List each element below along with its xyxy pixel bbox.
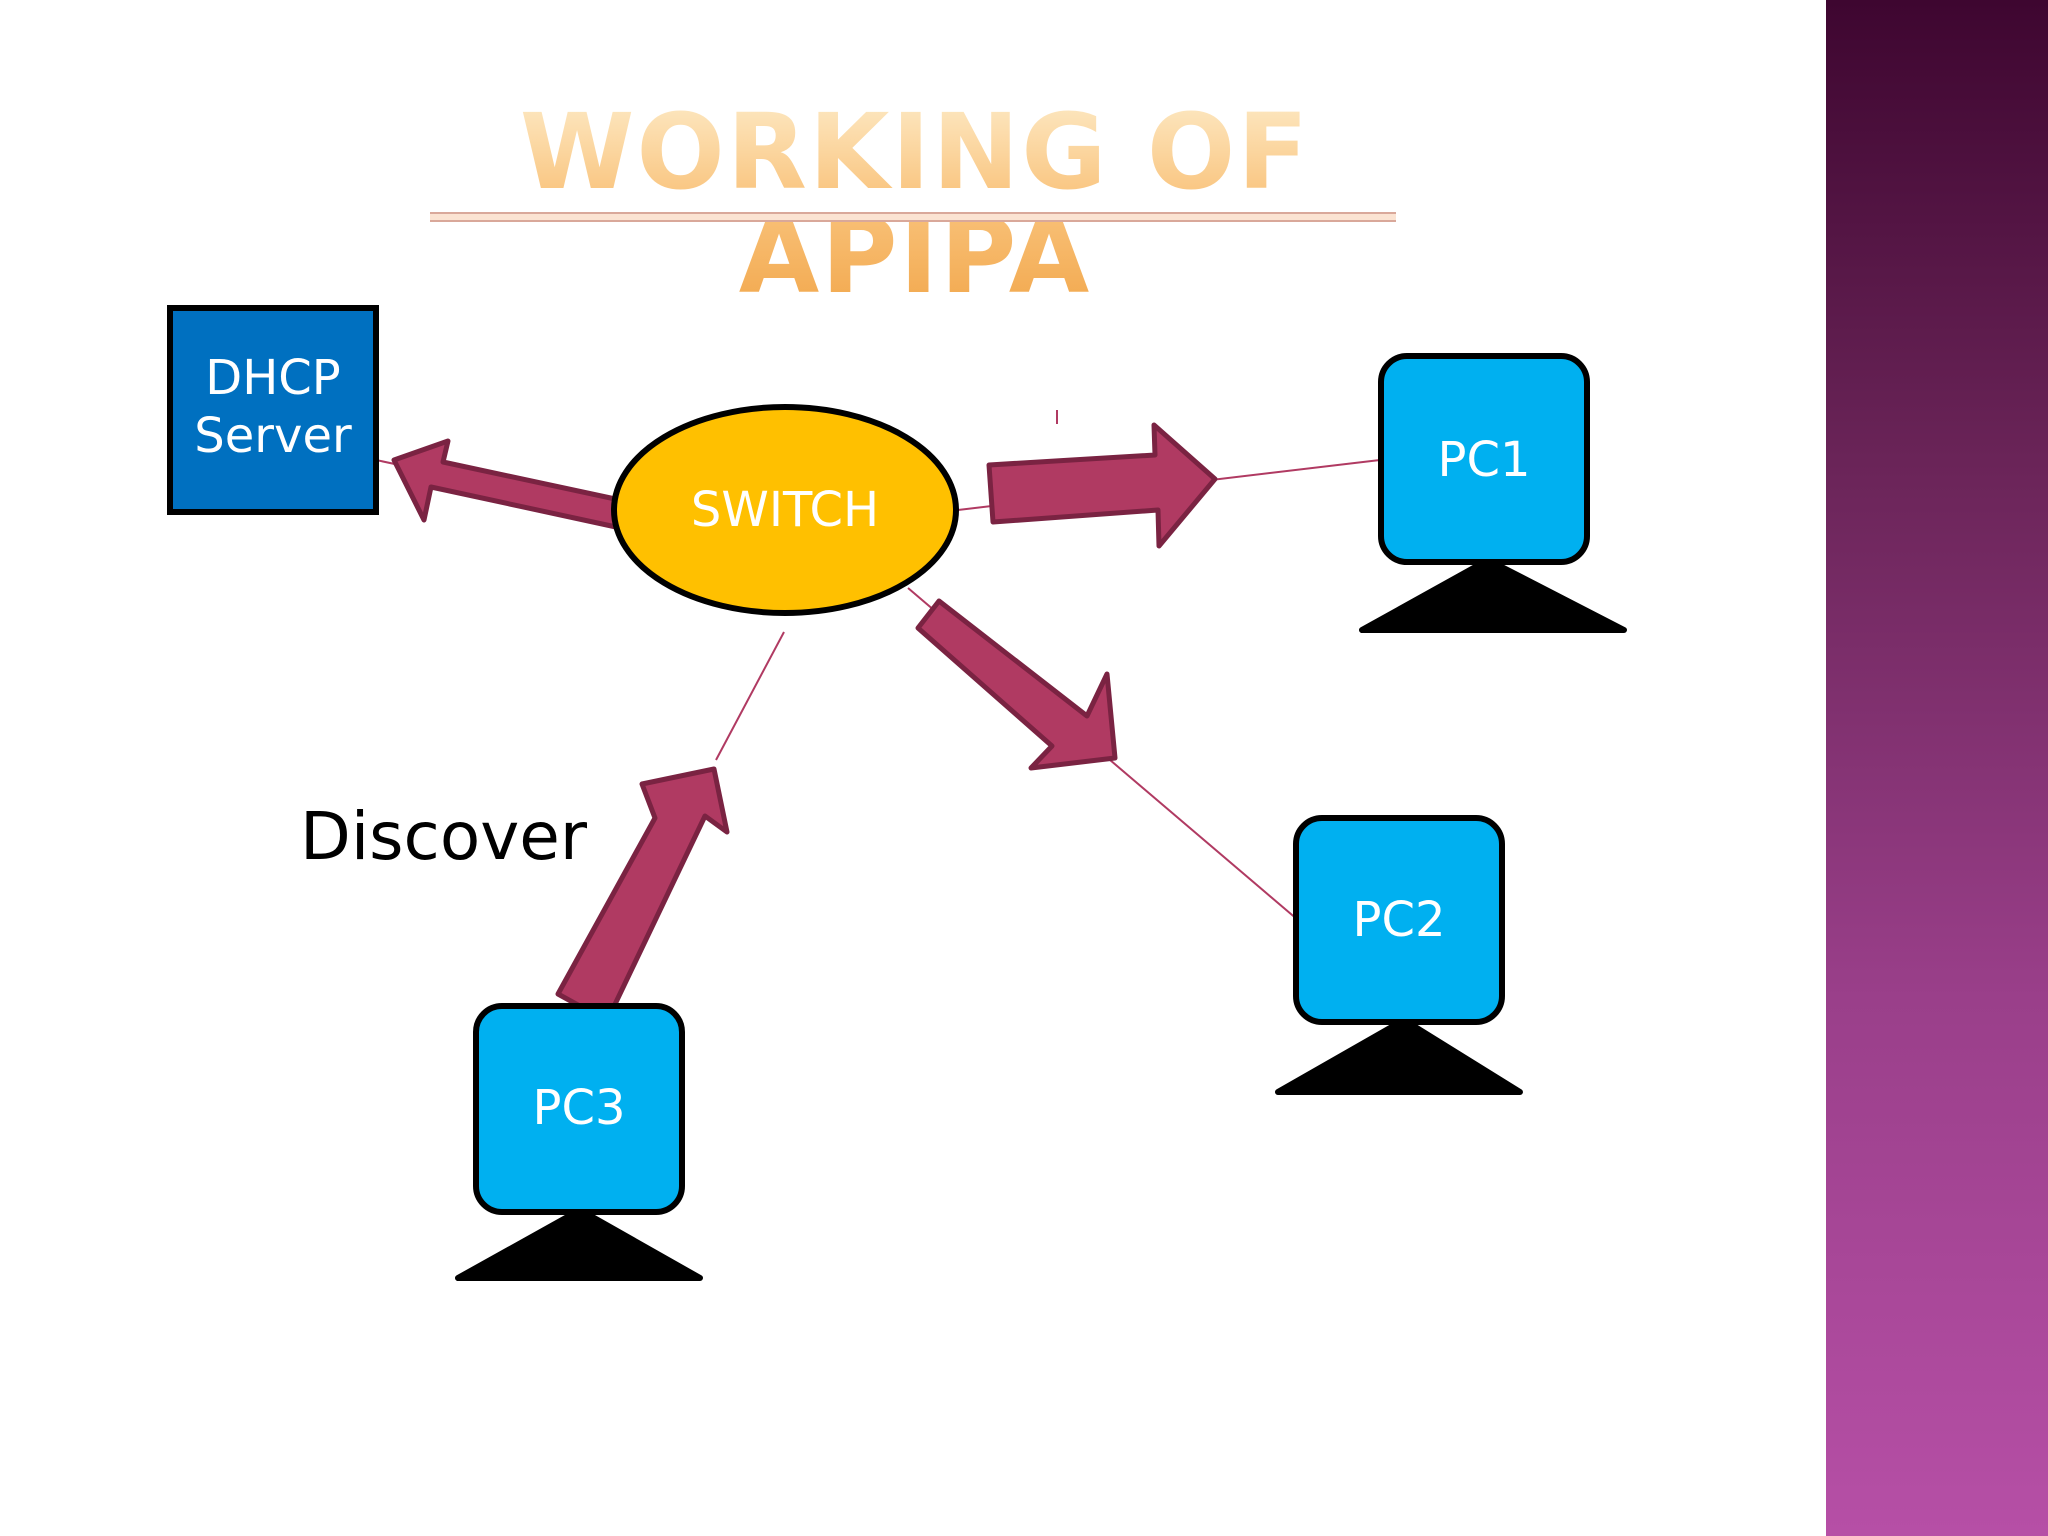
dhcp-label-line1: DHCP [205, 350, 341, 406]
switch-label: SWITCH [690, 482, 880, 538]
pc2-monitor [1293, 815, 1505, 1025]
pc3-stand [455, 1207, 703, 1281]
decorative-sidebar [1826, 0, 2048, 1536]
pc2-stand [1275, 1017, 1523, 1095]
pc3-monitor [473, 1003, 685, 1215]
link-switch-pc3 [715, 631, 785, 761]
switch-ellipse [611, 404, 959, 616]
arrow-switch-to-pc1 [986, 422, 1218, 549]
pc3-label: PC3 [532, 1080, 626, 1136]
arrow-switch-to-dhcp [391, 438, 623, 530]
dhcp-label-line2: Server [194, 407, 352, 464]
discover-annotation: Discover [300, 798, 588, 875]
pc1-stand [1359, 557, 1627, 633]
arrow-pc3-to-switch [555, 766, 730, 1024]
pc1-monitor [1378, 353, 1590, 565]
dhcp-server-label: DHCP Server [170, 350, 376, 465]
arrow-switch-to-pc2 [915, 598, 1118, 771]
dhcp-server-box [167, 305, 379, 515]
pc2-label: PC2 [1352, 892, 1446, 948]
title-underline [430, 212, 1396, 222]
pc1-label: PC1 [1437, 432, 1531, 488]
